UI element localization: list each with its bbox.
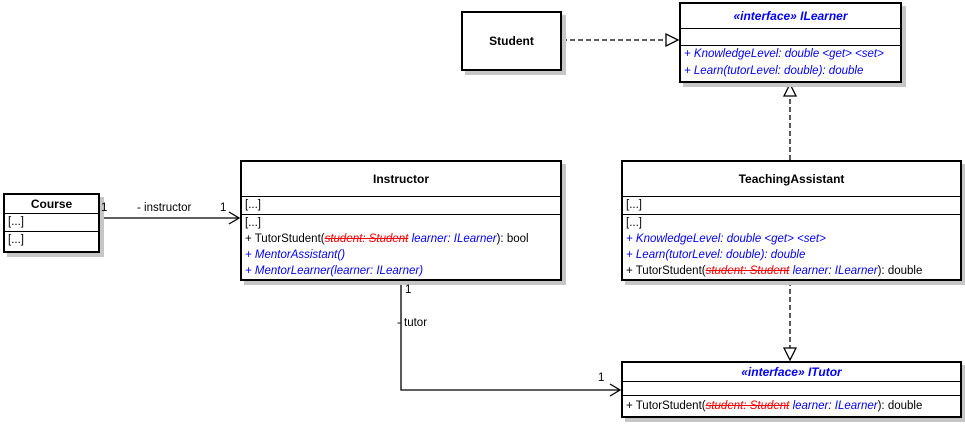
operations-compartment[interactable]: + KnowledgeLevel: double <get> <set> + L… bbox=[681, 45, 900, 81]
operation-text: + MentorAssistant() bbox=[245, 249, 346, 261]
role-label-tutor[interactable]: - tutor bbox=[397, 317, 428, 329]
operation-row[interactable]: + MentorAssistant() bbox=[245, 247, 560, 263]
operations-compartment[interactable]: [...] bbox=[5, 231, 98, 251]
open-arrowhead bbox=[609, 383, 622, 397]
triangle-arrowhead bbox=[665, 32, 680, 48]
realization-teachingassistant-itutor[interactable] bbox=[782, 281, 798, 362]
triangle-arrowhead bbox=[782, 82, 798, 97]
realization-teachingassistant-ilearner[interactable] bbox=[782, 82, 798, 160]
operation-text: ): double bbox=[877, 400, 923, 412]
interface-box-itutor[interactable]: «interface» ITutor + TutorStudent(studen… bbox=[621, 361, 962, 418]
open-arrowhead bbox=[228, 211, 241, 225]
operation-text: + KnowledgeLevel: double <get> <set> bbox=[684, 48, 884, 60]
class-title: Student bbox=[489, 34, 534, 48]
operation-text: + Learn(tutorLevel: double): double bbox=[626, 249, 806, 261]
class-box-course[interactable]: Course [...] [...] bbox=[3, 193, 100, 253]
attributes-compartment[interactable]: [...] bbox=[623, 196, 960, 214]
operation-text: + TutorStudent( bbox=[245, 233, 325, 245]
association-instructor-itutor[interactable] bbox=[400, 281, 622, 397]
operation-row[interactable]: [...] bbox=[626, 215, 960, 231]
multiplicity-label-instructor-source-end[interactable]: 1 bbox=[405, 284, 412, 296]
multiplicity-label-course-end[interactable]: 1 bbox=[101, 202, 108, 214]
operation-text: + TutorStudent( bbox=[626, 400, 706, 412]
operation-row[interactable]: [...] bbox=[8, 234, 24, 246]
operation-row[interactable]: + Learn(tutorLevel: double): double bbox=[626, 247, 960, 263]
multiplicity-label-itutor-end[interactable]: 1 bbox=[598, 372, 605, 384]
operation-text: ): double bbox=[877, 265, 923, 277]
operation-row-tutorstudent[interactable]: + TutorStudent(student: Student learner:… bbox=[626, 263, 960, 279]
triangle-arrowhead bbox=[782, 347, 798, 362]
parameter-text: learner: ILearner bbox=[411, 233, 497, 245]
operation-row[interactable]: + Learn(tutorLevel: double): double bbox=[684, 63, 900, 80]
operation-text: + MentorLearner(learner: ILearner) bbox=[245, 265, 424, 277]
attribute-row[interactable]: [...] bbox=[8, 216, 24, 228]
operation-row[interactable]: + KnowledgeLevel: double <get> <set> bbox=[626, 231, 960, 247]
role-label-instructor[interactable]: - instructor bbox=[137, 202, 192, 214]
attribute-row[interactable]: [...] bbox=[626, 199, 642, 211]
operation-row-tutorstudent[interactable]: + TutorStudent(student: Student learner:… bbox=[626, 397, 922, 415]
parameter-text: learner: ILearner bbox=[792, 400, 878, 412]
interface-box-ilearner[interactable]: «interface» ILearner + KnowledgeLevel: d… bbox=[679, 2, 902, 83]
operation-text: + TutorStudent( bbox=[626, 265, 706, 277]
attributes-compartment[interactable]: [...] bbox=[242, 196, 560, 214]
class-title: Course bbox=[30, 197, 73, 211]
class-title: Instructor bbox=[372, 172, 429, 186]
class-box-instructor[interactable]: Instructor [...] [...] + TutorStudent(st… bbox=[240, 160, 562, 281]
parameter-text: learner: ILearner bbox=[792, 265, 878, 277]
removed-parameter-text: student: Student bbox=[324, 233, 409, 245]
attributes-compartment[interactable] bbox=[681, 28, 900, 45]
removed-parameter-text: student: Student bbox=[705, 265, 790, 277]
operation-row[interactable]: + KnowledgeLevel: double <get> <set> bbox=[684, 46, 900, 63]
attributes-compartment[interactable] bbox=[623, 381, 960, 395]
operation-text: + Learn(tutorLevel: double): double bbox=[684, 65, 864, 77]
realization-student-ilearner[interactable] bbox=[562, 32, 680, 48]
operations-compartment[interactable]: [...] + TutorStudent(student: Student le… bbox=[242, 214, 560, 279]
association-course-instructor[interactable] bbox=[100, 211, 241, 225]
class-title: TeachingAssistant bbox=[738, 172, 845, 186]
operation-row[interactable]: + MentorLearner(learner: ILearner) bbox=[245, 263, 560, 279]
interface-title: «interface» ILearner bbox=[733, 9, 848, 23]
operation-row[interactable]: [...] bbox=[245, 215, 560, 231]
removed-parameter-text: student: Student bbox=[705, 400, 790, 412]
operations-compartment[interactable]: + TutorStudent(student: Student learner:… bbox=[623, 395, 960, 416]
operation-text: + KnowledgeLevel: double <get> <set> bbox=[626, 233, 826, 245]
class-box-student[interactable]: Student bbox=[461, 11, 562, 71]
attributes-compartment[interactable]: [...] bbox=[5, 213, 98, 231]
operation-text: ): bool bbox=[496, 233, 529, 245]
operation-text: [...] bbox=[245, 217, 261, 229]
operation-row-tutorstudent[interactable]: + TutorStudent(student: Student learner:… bbox=[245, 231, 560, 247]
multiplicity-label-instructor-end[interactable]: 1 bbox=[220, 202, 227, 214]
operation-text: [...] bbox=[626, 217, 642, 229]
attribute-row[interactable]: [...] bbox=[245, 199, 261, 211]
interface-title: «interface» ITutor bbox=[741, 365, 842, 379]
operations-compartment[interactable]: [...] + KnowledgeLevel: double <get> <se… bbox=[623, 214, 960, 279]
class-box-teachingassistant[interactable]: TeachingAssistant [...] [...] + Knowledg… bbox=[621, 160, 962, 281]
